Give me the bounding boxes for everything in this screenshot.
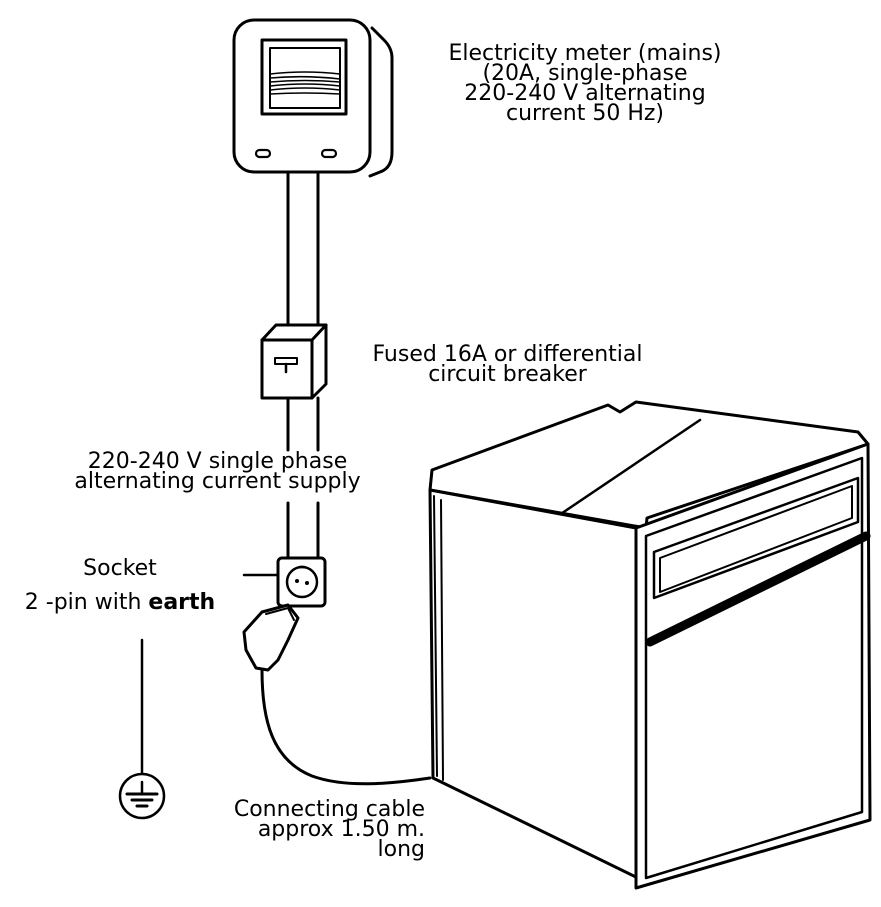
socket-label: Socket 2 -pin with earth (0, 552, 240, 620)
cable-label: Connecting cable approx 1.50 m. long (195, 797, 425, 862)
cable-label-line-3: long (377, 837, 425, 862)
cable-label-line-2: approx 1.50 m. (257, 817, 425, 842)
earth-ground-icon (118, 638, 166, 820)
meter-label-line-4: current 50 Hz) (505, 101, 665, 126)
socket-label-earth: earth (148, 590, 216, 615)
cable-label-line-1: Connecting cable (233, 797, 425, 822)
socket-outlet-icon (242, 556, 327, 608)
meter-label-line-1: Electricity meter (mains) (448, 41, 722, 66)
breaker-label-line-2: circuit breaker (428, 362, 587, 387)
breaker-label: Fused 16A or differential circuit breake… (340, 342, 675, 387)
meter-label-line-2: (20A, single-phase (482, 61, 688, 86)
circuit-breaker-icon (260, 323, 328, 400)
supply-cable-upper (286, 170, 320, 342)
supply-label-line-2: alternating current supply (74, 469, 361, 494)
socket-label-line-2: 2 -pin with earth (0, 586, 240, 620)
supply-cable-lower (286, 396, 320, 562)
socket-label-prefix: 2 -pin with (24, 590, 149, 615)
plug-icon (242, 603, 300, 672)
supply-label: 220-240 V single phase alternating curre… (45, 449, 390, 494)
meter-label-line-3: 220-240 V alternating (464, 81, 706, 106)
connecting-cable (260, 668, 432, 786)
oven-icon (428, 400, 872, 890)
electricity-meter-icon (232, 18, 394, 178)
meter-label: Electricity meter (mains) (20A, single-p… (422, 41, 748, 126)
breaker-label-line-1: Fused 16A or differential (372, 342, 643, 367)
supply-label-line-1: 220-240 V single phase (87, 449, 348, 474)
socket-label-title: Socket (83, 556, 157, 581)
